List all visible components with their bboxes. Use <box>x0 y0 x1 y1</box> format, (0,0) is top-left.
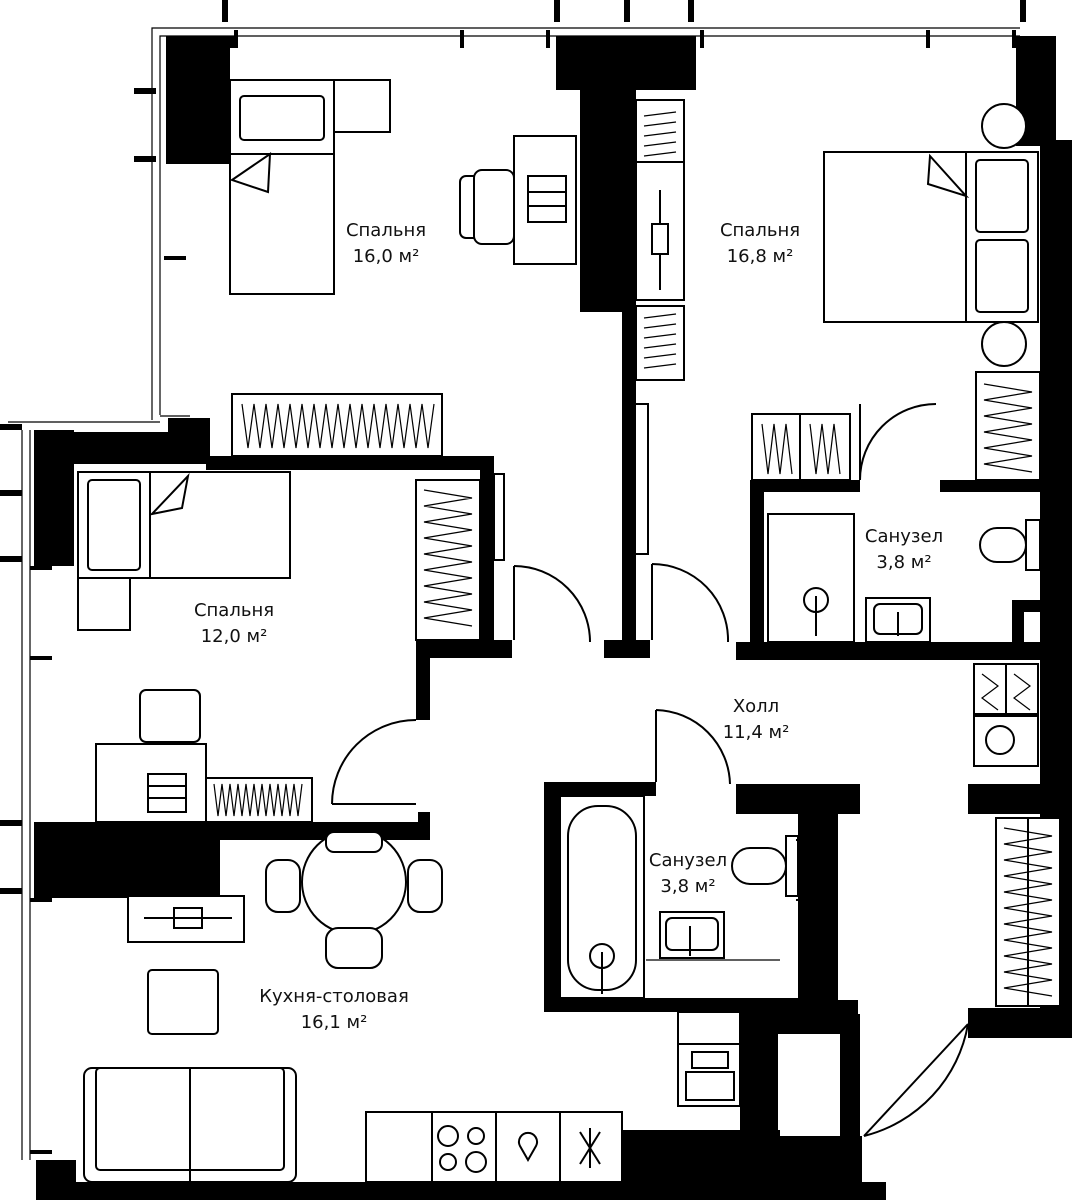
sink-bathroom-2 <box>646 911 780 961</box>
room-label-hall: Холл 11,4 м² <box>723 694 790 746</box>
walls <box>34 36 1072 1200</box>
kitchen-counter <box>365 1111 623 1183</box>
room-name: Спальня <box>345 220 427 241</box>
dining-table <box>265 829 443 969</box>
room-name: Спальня <box>719 220 801 241</box>
wardrobe-bedroom-3 <box>231 393 505 641</box>
bed-bedroom-2 <box>823 103 1039 367</box>
room-label-bedroom-2: Спальня 16,8 м² <box>720 218 800 270</box>
exterior-window-lines <box>8 27 1020 1160</box>
wardrobe-hall <box>995 817 1061 1007</box>
wardrobe-bedroom-2 <box>751 371 1041 481</box>
toilet-bathroom-1 <box>979 519 1065 581</box>
rug <box>147 969 219 1035</box>
room-area: 16,8 м² <box>726 246 794 267</box>
desk-bedroom-1 <box>459 135 577 265</box>
room-area: 16,0 м² <box>352 246 420 267</box>
room-label-kitchen: Кухня-столовая 16,1 м² <box>259 984 409 1036</box>
room-name: Санузел <box>864 526 944 547</box>
room-area: 11,4 м² <box>722 722 790 743</box>
toilet-bathroom-2 <box>731 835 827 901</box>
room-area: 16,1 м² <box>300 1012 368 1033</box>
room-label-bedroom-3: Спальня 12,0 м² <box>194 598 274 650</box>
wardrobe-center <box>635 99 685 381</box>
doors <box>331 403 969 1137</box>
room-name: Холл <box>732 696 780 717</box>
room-label-bedroom-1: Спальня 16,0 м² <box>346 218 426 270</box>
washer-area <box>973 663 1039 767</box>
room-label-bathroom-2: Санузел 3,8 м² <box>649 848 727 900</box>
window-ticks <box>0 0 1026 1154</box>
room-label-bathroom-1: Санузел 3,8 м² <box>865 524 943 576</box>
desk-bedroom-3 <box>95 689 313 823</box>
shower-bathroom-1 <box>767 513 855 643</box>
door-jamb <box>633 403 649 555</box>
room-name: Кухня-столовая <box>259 986 409 1007</box>
sink-bathroom-1 <box>865 597 931 643</box>
bed-bedroom-1 <box>229 79 391 295</box>
room-name: Санузел <box>648 850 728 871</box>
utility-cabinet <box>677 1011 741 1107</box>
bathtub <box>559 795 645 999</box>
tv-stand <box>127 895 245 943</box>
bed-bedroom-3 <box>77 471 291 631</box>
sofa <box>83 1067 297 1183</box>
room-name: Спальня <box>193 600 275 621</box>
room-area: 3,8 м² <box>876 552 932 573</box>
room-area: 12,0 м² <box>200 626 268 647</box>
room-area: 3,8 м² <box>660 876 716 897</box>
